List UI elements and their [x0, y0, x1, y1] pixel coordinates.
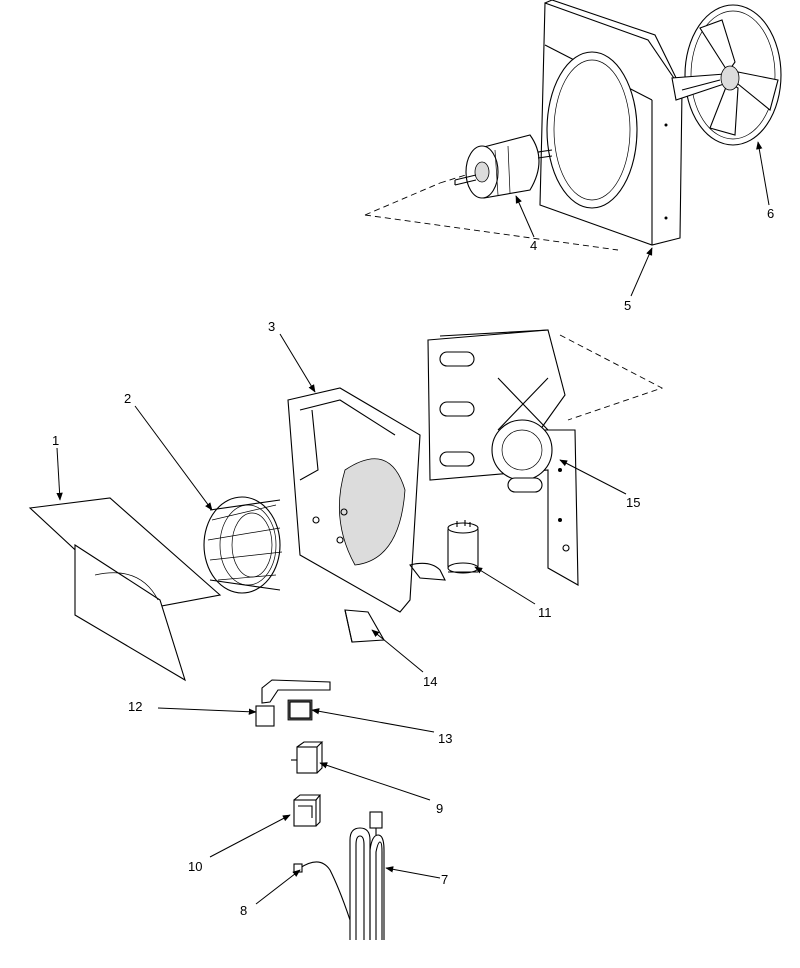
- callout-11: 11: [538, 605, 552, 620]
- callout-8: 8: [240, 903, 247, 918]
- callout-10: 10: [188, 859, 202, 874]
- heater-element: [349, 811, 385, 940]
- callout-14: 14: [423, 674, 437, 689]
- air-baffle: [28, 497, 222, 682]
- partition-panel: [427, 329, 579, 586]
- switch-bracket: [255, 679, 331, 727]
- assembly-dashed-lines: [364, 147, 664, 421]
- callout-15: 15: [626, 495, 640, 510]
- callout-1: 1: [52, 433, 59, 448]
- leader-lines: [56, 141, 770, 905]
- wire-harness: [293, 861, 351, 921]
- fan-blade: [671, 4, 782, 146]
- fan-motor: [454, 134, 553, 199]
- callout-5: 5: [624, 298, 631, 313]
- callout-6: 6: [767, 206, 774, 221]
- relay: [291, 741, 324, 774]
- callout-4: 4: [530, 238, 537, 253]
- callout-3: 3: [268, 319, 275, 334]
- capacitor: [447, 520, 479, 574]
- callout-labels: 1 2 3 4 5 6 7 8 9 10 11 12 13 14 15: [52, 206, 774, 918]
- callout-13: 13: [438, 731, 452, 746]
- blower-wheel: [203, 496, 283, 594]
- callout-2: 2: [124, 391, 131, 406]
- condenser-shroud: [539, 0, 683, 246]
- thermostat: [293, 794, 322, 827]
- blower-housing: [287, 387, 446, 613]
- callout-12: 12: [128, 699, 142, 714]
- callout-7: 7: [441, 872, 448, 887]
- access-cover: [344, 609, 385, 643]
- callout-9: 9: [436, 801, 443, 816]
